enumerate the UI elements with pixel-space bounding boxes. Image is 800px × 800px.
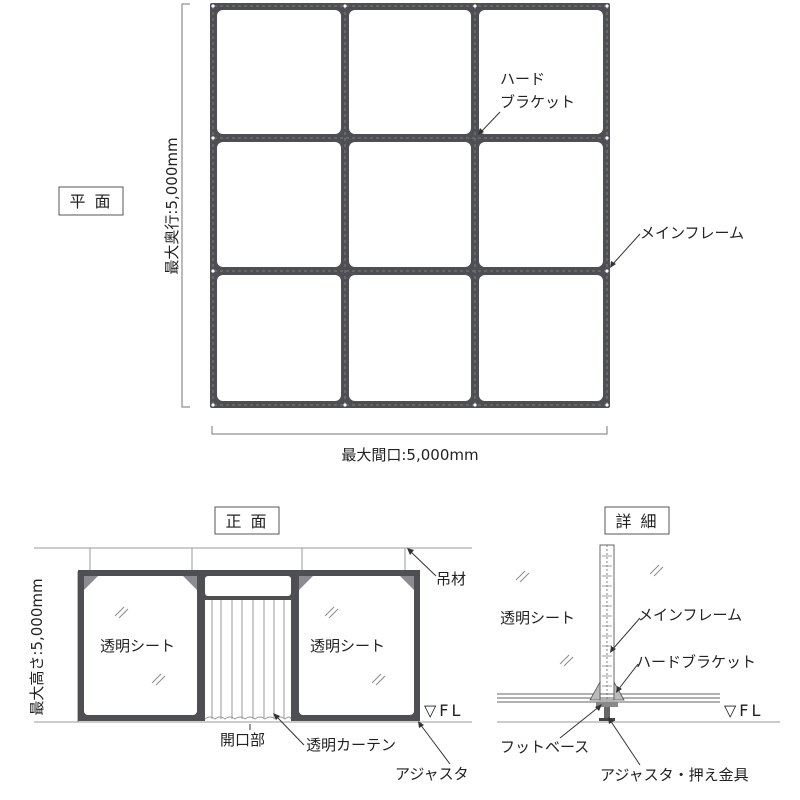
plan-title-box (58, 186, 124, 216)
hanger-arrowhead (407, 548, 414, 555)
front-left-panel (84, 576, 197, 715)
curtain-arrowhead (273, 713, 280, 720)
hanger-leader (409, 550, 437, 577)
plan-panel (217, 142, 341, 267)
plan-title: 平 面 (69, 192, 112, 211)
plan-panel (479, 10, 603, 134)
hard-bracket-label-line1: ハード (500, 70, 545, 88)
left-sheet-label: 透明シート (100, 637, 175, 655)
front-view: 正 面 最大高さ:5,000mm (28, 506, 472, 783)
detail-hard-bracket-leader (617, 663, 639, 691)
detail-view: 詳 細 (497, 506, 780, 784)
detail-fl-label: ▽FL (724, 701, 763, 720)
curtain-leader (275, 715, 305, 746)
detail-title: 詳 細 (615, 512, 658, 531)
depth-dimension-label: 最大奥行:5,000mm (163, 137, 181, 274)
detail-hard-bracket-left (589, 680, 601, 701)
front-right-panel (299, 576, 414, 715)
plan-panel (217, 275, 341, 401)
right-sheet-label: 透明シート (310, 637, 385, 655)
hard-bracket-leader (479, 111, 501, 134)
plan-panel (479, 142, 603, 267)
height-dimension-label: 最大高さ:5,000mm (28, 578, 46, 715)
transparent-curtain (204, 600, 292, 720)
hard-bracket-label-line2: ブラケット (500, 93, 575, 111)
glass-glare-marks (114, 606, 386, 686)
front-transom-panel (205, 576, 291, 596)
hard-bracket-arrowhead (478, 128, 484, 135)
opening-label: 開口部 (220, 731, 265, 749)
detail-glare-marks (515, 564, 664, 667)
depth-dimension-line (181, 3, 190, 408)
front-adjuster-label: アジャスタ (395, 765, 469, 783)
foot-base-leader (559, 705, 601, 739)
detail-adjuster-leader (609, 719, 641, 766)
curtain-label: 透明カーテン (306, 736, 396, 754)
width-dimension-label: 最大間口:5,000mm (341, 446, 478, 464)
plan-view: 平 面 最大奥行:5,000mm 最大間口:5,000mm (58, 3, 744, 464)
main-frame-arrowhead (610, 261, 616, 268)
plan-panel-grid (217, 10, 603, 401)
detail-adjuster-pad (599, 718, 615, 721)
plan-panel (349, 275, 471, 401)
plan-panel (479, 275, 603, 401)
detail-main-frame-label: メインフレーム (638, 606, 742, 624)
detail-foot-base (596, 702, 618, 707)
front-fl-label: ▽FL (424, 701, 463, 720)
detail-adjuster-label: アジャスタ・押え金具 (600, 766, 749, 784)
plan-joint-dots (211, 4, 609, 407)
main-frame-label: メインフレーム (640, 224, 744, 242)
hanger-label: 吊材 (436, 570, 466, 588)
detail-adjuster (604, 707, 610, 719)
front-title-box (214, 506, 280, 535)
front-opening (205, 600, 291, 721)
width-dimension-line (211, 426, 608, 435)
front-adjuster-leader (419, 723, 451, 765)
plan-panel (349, 10, 471, 134)
front-adjuster-arrowhead (418, 721, 424, 728)
front-corner-gussets (84, 576, 414, 590)
plan-panel (217, 10, 341, 134)
plan-frame-centerlines (212, 5, 608, 406)
front-title: 正 面 (225, 512, 268, 531)
detail-title-box (604, 506, 670, 535)
detail-main-frame-leader (611, 617, 641, 651)
detail-frame-slots (602, 555, 612, 687)
detail-sheet-label: 透明シート (500, 609, 575, 627)
hangers (89, 548, 406, 572)
detail-hard-bracket-label: ハードブラケット (636, 653, 756, 671)
plan-panel (349, 142, 471, 267)
foot-base-label: フットベース (500, 738, 589, 756)
main-frame-leader (611, 233, 641, 266)
